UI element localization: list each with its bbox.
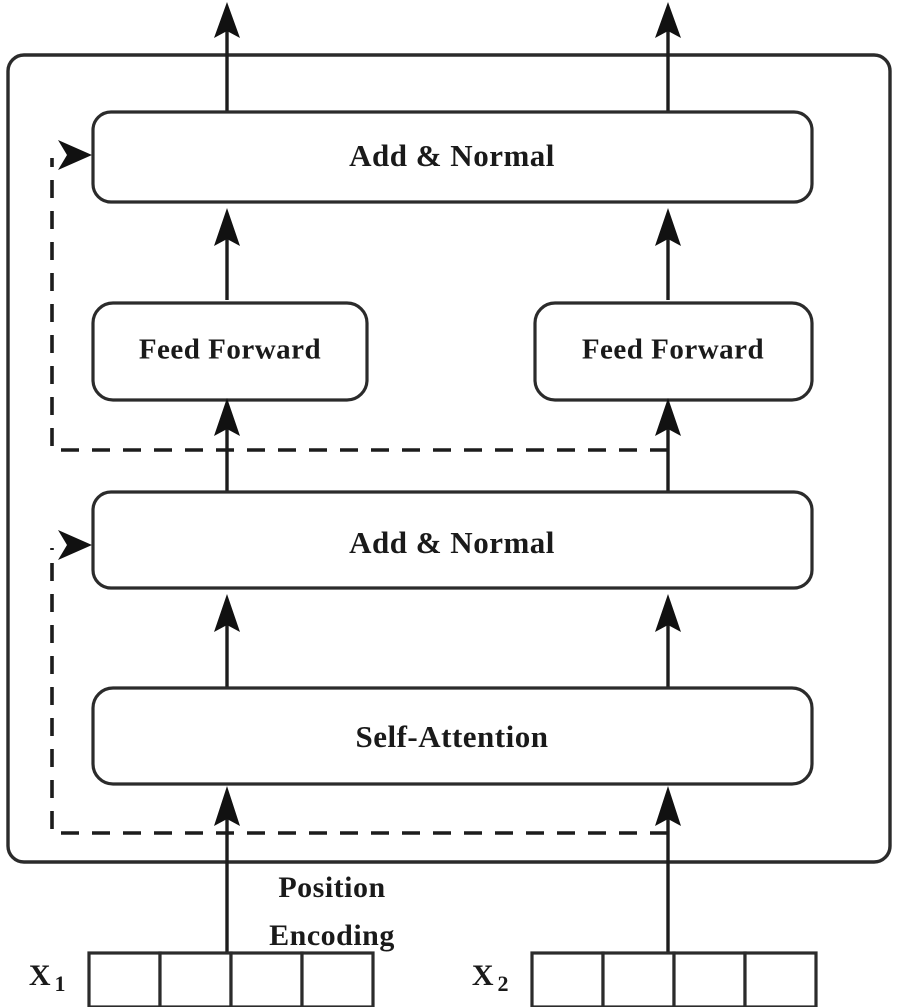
arrow-ff-right-to-addnorm-top xyxy=(655,208,681,300)
block-add-norm-bottom-label: Add & Normal xyxy=(349,525,555,560)
residual-connection-lower xyxy=(50,530,668,835)
input-x1-label: X xyxy=(29,959,51,992)
position-encoding-label-line1: Position xyxy=(278,871,385,904)
input-arrow-x1 xyxy=(214,786,240,955)
input-x2-token-cells[interactable] xyxy=(530,951,818,1007)
arrow-selfattention-to-addnorm-bottom-left xyxy=(214,594,240,688)
token-cell[interactable] xyxy=(87,951,162,1007)
token-cell[interactable] xyxy=(743,951,818,1007)
token-cell[interactable] xyxy=(672,951,747,1007)
block-add-norm-top[interactable] xyxy=(91,110,814,204)
block-feed-forward-right[interactable] xyxy=(533,301,814,402)
arrow-addnorm-bottom-to-ff-right xyxy=(655,398,681,492)
input-x1-subscript: 1 xyxy=(55,971,66,996)
block-feed-forward-right-label: Feed Forward xyxy=(582,334,764,366)
arrow-ff-left-to-addnorm-top xyxy=(214,208,240,300)
token-cell[interactable] xyxy=(530,951,605,1007)
arrow-addnorm-bottom-to-ff-left xyxy=(214,398,240,492)
encoder-container-box xyxy=(6,53,892,864)
output-arrow-left xyxy=(214,2,240,112)
token-cell[interactable] xyxy=(601,951,676,1007)
token-cell[interactable] xyxy=(229,951,304,1007)
arrow-selfattention-to-addnorm-bottom-right xyxy=(655,594,681,688)
residual-connection-upper xyxy=(50,140,668,452)
residual-upper-arrowhead xyxy=(58,140,92,170)
block-self-attention-label: Self-Attention xyxy=(356,719,549,754)
residual-lower-arrowhead xyxy=(58,530,92,560)
block-self-attention[interactable] xyxy=(91,686,814,786)
output-arrow-right xyxy=(655,2,681,112)
block-feed-forward-left[interactable] xyxy=(91,301,369,402)
input-arrow-x2 xyxy=(655,786,681,955)
block-add-norm-top-label: Add & Normal xyxy=(349,138,555,173)
block-feed-forward-left-label: Feed Forward xyxy=(139,334,321,366)
token-cell[interactable] xyxy=(300,951,375,1007)
input-x2-subscript: 2 xyxy=(498,971,509,996)
block-add-norm-bottom[interactable] xyxy=(91,490,814,590)
token-cell[interactable] xyxy=(158,951,233,1007)
position-encoding-label-line2: Encoding xyxy=(269,919,395,952)
input-x1-token-cells[interactable] xyxy=(87,951,375,1007)
input-x2-label: X xyxy=(472,959,494,992)
